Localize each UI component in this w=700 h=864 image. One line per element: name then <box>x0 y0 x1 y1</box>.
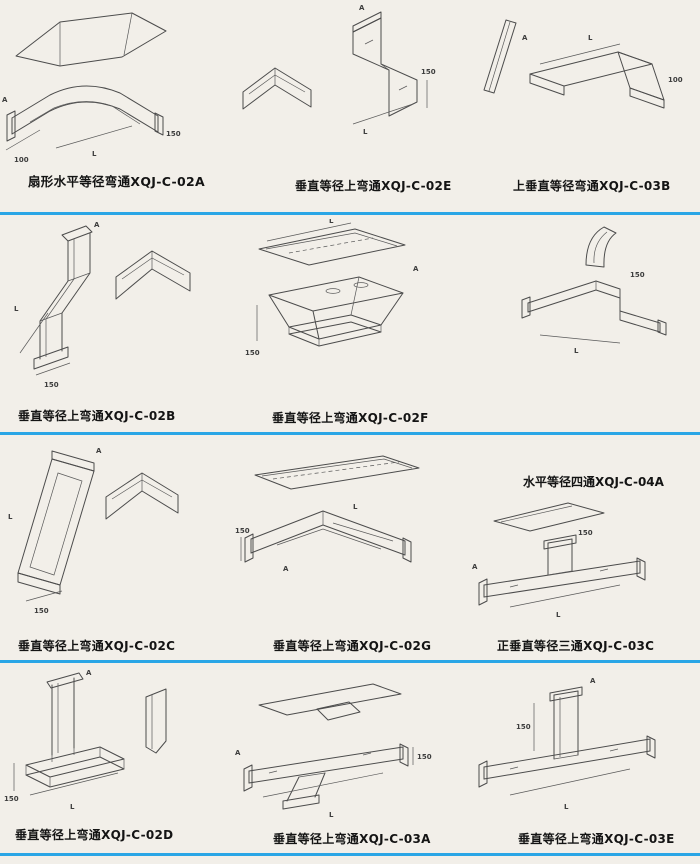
dim-label: L <box>556 611 561 619</box>
dim-label: L <box>588 34 593 42</box>
dim-label: 150 <box>421 68 436 76</box>
section-divider <box>0 853 700 856</box>
drawing-vertical-bend-02c: A L 150 <box>8 447 179 615</box>
caption-xqj-c-02b: 垂直等径上弯通XQJ-C-02B <box>18 409 176 423</box>
dim-label: 150 <box>34 607 49 615</box>
dim-label: A <box>86 669 92 677</box>
drawing-vertical-tee-03c: 150 A L <box>472 502 646 619</box>
drawing-vertical-tee-03e: 150 A L <box>478 677 656 811</box>
drawing-fan-horizontal-bend-02a: L A 100 150 <box>2 12 181 164</box>
caption-xqj-c-02d: 垂直等径上弯通XQJ-C-02D <box>15 828 174 842</box>
caption-xqj-c-03e: 垂直等径上弯通XQJ-C-03E <box>518 832 675 846</box>
catalog-cell-xqj-c-03c: 水平等径四通XQJ-C-04A <box>470 435 700 660</box>
caption-xqj-c-02c: 垂直等径上弯通XQJ-C-02C <box>18 639 176 653</box>
catalog-cell-xqj-c-02c: A L 150 垂直等径上弯通XQJ-C-02C <box>0 435 233 660</box>
drawing-vertical-bend-02e: A 150 L <box>242 4 436 136</box>
dim-label: 150 <box>235 527 250 535</box>
dim-label: A <box>522 34 528 42</box>
drawing-vertical-bend-parts: 150 L <box>521 226 667 355</box>
caption-xqj-c-03a: 垂直等径上弯通XQJ-C-03A <box>273 832 431 846</box>
isometric-line-art <box>483 19 665 109</box>
isometric-line-art <box>521 226 667 344</box>
caption-xqj-c-03c: 正垂直等径三通XQJ-C-03C <box>497 639 655 653</box>
caption-xqj-c-02e: 垂直等径上弯通XQJ-C-02E <box>295 179 452 193</box>
dim-label: 150 <box>245 349 260 357</box>
caption-xqj-c-03b: 上垂直等径弯通XQJ-C-03B <box>513 179 671 193</box>
isometric-line-art <box>5 12 167 151</box>
dim-label: A <box>359 4 365 12</box>
isometric-line-art <box>17 450 179 602</box>
dim-label: L <box>353 503 358 511</box>
dim-label: 150 <box>4 795 19 803</box>
isometric-line-art <box>243 683 414 810</box>
caption-xqj-c-02f: 垂直等径上弯通XQJ-C-02F <box>272 411 429 425</box>
dim-label: A <box>472 563 478 571</box>
caption-xqj-c-02a: 扇形水平等径弯通XQJ-C-02A <box>28 174 205 189</box>
catalog-row-2: A L 150 垂直等径上弯通XQJ-C-02B <box>0 215 700 432</box>
isometric-line-art <box>240 455 420 563</box>
section-divider <box>0 432 700 435</box>
dim-label: A <box>413 265 419 273</box>
dim-label: A <box>96 447 102 455</box>
dim-label: 150 <box>44 381 59 389</box>
dim-label: L <box>8 513 13 521</box>
drawing-vertical-bend-02f: L A 150 <box>245 219 419 357</box>
drawing-vertical-bend-02d: A 150 L <box>4 669 167 811</box>
dim-label: A <box>2 96 8 104</box>
dim-label: 100 <box>14 156 29 164</box>
dim-label: L <box>92 150 97 158</box>
dim-label: A <box>283 565 289 573</box>
drawing-vertical-bend-02g: 150 L A <box>235 455 420 573</box>
caption-xqj-c-02g: 垂直等径上弯通XQJ-C-02G <box>273 639 432 653</box>
catalog-row-1: L A 100 150 扇形水平等径弯通XQJ-C-02A <box>0 0 700 212</box>
catalog-cell-xqj-c-03a: A L 150 垂直等径上弯通XQJ-C-03A <box>233 663 470 853</box>
catalog-cell-row2-right: 150 L <box>470 215 700 432</box>
dim-label: L <box>329 219 334 225</box>
section-divider <box>0 660 700 663</box>
catalog-cell-xqj-c-02f: L A 150 垂直等径上弯通XQJ-C-02F <box>233 215 470 432</box>
drawing-vertical-bend-02b: A L 150 <box>14 221 191 389</box>
dim-label: L <box>329 811 334 819</box>
dim-label: A <box>590 677 596 685</box>
catalog-cell-xqj-c-02e: A 150 L 垂直等径上弯通XQJ-C-02E <box>233 0 470 212</box>
catalog-cell-xqj-c-02g: 150 L A 垂直等径上弯通XQJ-C-02G <box>233 435 470 660</box>
section-divider <box>0 212 700 215</box>
isometric-line-art <box>256 222 406 347</box>
dim-label: 150 <box>417 753 432 761</box>
catalog-cell-xqj-c-03b: A L 100 上垂直等径弯通XQJ-C-03B <box>470 0 700 212</box>
isometric-line-art <box>242 11 428 125</box>
caption-xqj-c-04a: 水平等径四通XQJ-C-04A <box>523 475 664 489</box>
dim-label: 150 <box>630 271 645 279</box>
isometric-line-art <box>478 502 646 608</box>
isometric-line-art <box>19 225 191 376</box>
catalog-cell-xqj-c-02a: L A 100 150 扇形水平等径弯通XQJ-C-02A <box>0 0 233 212</box>
dim-label: A <box>94 221 100 229</box>
drawing-up-vertical-bend-03b: A L 100 <box>483 19 683 109</box>
dim-label: 150 <box>516 723 531 731</box>
catalog-row-3: A L 150 垂直等径上弯通XQJ-C-02C <box>0 435 700 660</box>
dim-label: L <box>363 128 368 136</box>
isometric-line-art <box>478 686 656 796</box>
dim-label: 100 <box>668 76 683 84</box>
dim-label: A <box>235 749 241 757</box>
catalog-row-4: A 150 L 垂直等径上弯通XQJ-C-02D <box>0 663 700 853</box>
page-bottom-margin <box>0 856 700 864</box>
catalog-cell-xqj-c-02d: A 150 L 垂直等径上弯通XQJ-C-02D <box>0 663 233 853</box>
dim-label: L <box>14 305 19 313</box>
dim-label: L <box>70 803 75 811</box>
dim-label: L <box>564 803 569 811</box>
catalog-cell-xqj-c-03e: 150 A L 垂直等径上弯通XQJ-C-03E <box>470 663 700 853</box>
drawing-tee-03a: A L 150 <box>235 683 432 819</box>
isometric-line-art <box>13 672 167 796</box>
dim-label: L <box>574 347 579 355</box>
catalog-cell-xqj-c-02b: A L 150 垂直等径上弯通XQJ-C-02B <box>0 215 233 432</box>
dim-label: 150 <box>578 529 593 537</box>
dim-label: 150 <box>166 130 181 138</box>
